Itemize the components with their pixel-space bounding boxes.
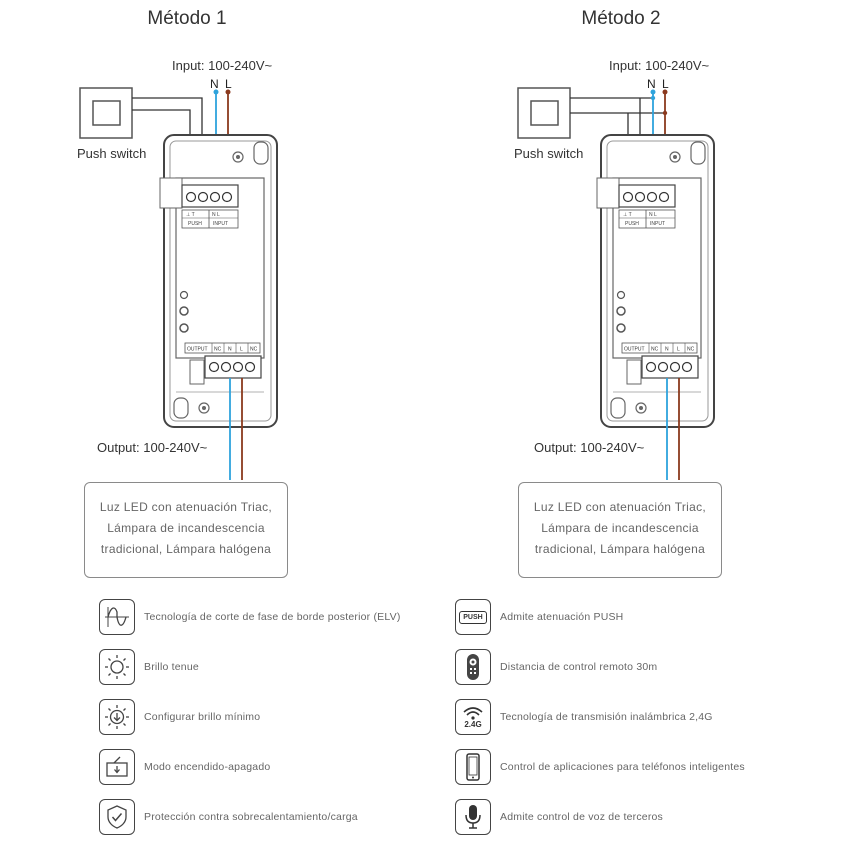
push-switch-button (92, 100, 121, 126)
method2-wiring-diagram: ⊥ T N L PUSH INPUT OUTPUT NC N L NC (517, 87, 715, 480)
svg-text:PUSH: PUSH (188, 221, 202, 227)
push-switch-button (530, 100, 559, 126)
svg-text:NC: NC (687, 347, 695, 353)
method2-input-label: Input: 100-240V~ (609, 58, 710, 73)
method2-n-label: N (647, 77, 656, 91)
svg-text:N L: N L (212, 212, 220, 218)
svg-text:⊥ T: ⊥ T (623, 212, 632, 218)
sun-dim-icon (99, 649, 135, 685)
feature-item: Brillo tenue (99, 648, 199, 686)
svg-text:OUTPUT: OUTPUT (187, 347, 208, 353)
wifi-24g-icon: 2.4G (455, 699, 491, 735)
feature-text: Brillo tenue (144, 661, 199, 673)
method2-title: Método 2 (581, 8, 661, 29)
feature-item: Tecnología de corte de fase de borde pos… (99, 598, 401, 636)
method1-output-label: Output: 100-240V~ (97, 440, 208, 455)
svg-text:L: L (240, 347, 243, 353)
svg-text:NC: NC (250, 347, 258, 353)
feature-text: Distancia de control remoto 30m (500, 661, 658, 673)
svg-text:N L: N L (649, 212, 657, 218)
feature-item: Admite control de voz de terceros (455, 798, 663, 836)
dimmer-module (175, 177, 265, 359)
method1-n-label: N (210, 77, 219, 91)
feature-text: Protección contra sobrecalentamiento/car… (144, 811, 358, 823)
feature-item: PUSH Admite atenuación PUSH (455, 598, 623, 636)
feature-text: Tecnología de corte de fase de borde pos… (144, 611, 401, 623)
feature-text: Modo encendido-apagado (144, 761, 271, 773)
method2-output-label: Output: 100-240V~ (534, 440, 645, 455)
feature-text: Tecnología de transmisión inalámbrica 2,… (500, 711, 713, 723)
feature-item: Configurar brillo mínimo (99, 698, 260, 736)
on-off-icon (99, 749, 135, 785)
method1-load-box: Luz LED con atenuación Triac, Lámpara de… (84, 482, 288, 578)
phase-cut-wave-icon (99, 599, 135, 635)
svg-text:N: N (228, 347, 232, 353)
method1-input-label: Input: 100-240V~ (172, 58, 273, 73)
remote-control-icon (455, 649, 491, 685)
min-brightness-icon (99, 699, 135, 735)
method1-title: Método 1 (147, 8, 227, 29)
feature-item: Control de aplicaciones para teléfonos i… (455, 748, 745, 786)
svg-text:NC: NC (651, 347, 659, 353)
feature-text: Admite control de voz de terceros (500, 811, 664, 823)
push-icon: PUSH (455, 599, 491, 635)
feature-item: Modo encendido-apagado (99, 748, 270, 786)
svg-text:L: L (677, 347, 680, 353)
method2-load-box: Luz LED con atenuación Triac, Lámpara de… (518, 482, 722, 578)
svg-text:PUSH: PUSH (625, 221, 639, 227)
feature-item: Protección contra sobrecalentamiento/car… (99, 798, 358, 836)
feature-text: Admite atenuación PUSH (500, 611, 624, 623)
method2-l-label: L (662, 77, 669, 91)
svg-text:INPUT: INPUT (213, 221, 228, 227)
svg-text:OUTPUT: OUTPUT (624, 347, 645, 353)
smartphone-icon (455, 749, 491, 785)
microphone-icon (455, 799, 491, 835)
svg-text:⊥ T: ⊥ T (186, 212, 195, 218)
feature-text: Configurar brillo mínimo (144, 711, 261, 723)
shield-check-icon (99, 799, 135, 835)
method1-l-label: L (225, 77, 232, 91)
svg-text:N: N (665, 347, 669, 353)
svg-text:NC: NC (214, 347, 222, 353)
feature-text: Control de aplicaciones para teléfonos i… (500, 761, 745, 773)
svg-text:INPUT: INPUT (650, 221, 665, 227)
method2-switch-label: Push switch (514, 146, 584, 161)
method1-wiring-diagram: ⊥ T N L PUSH INPUT OUTPUT NC N L NC (79, 87, 278, 480)
dimmer-module (612, 177, 702, 359)
feature-item: 2.4G Tecnología de transmisión inalámbri… (455, 698, 713, 736)
feature-item: Distancia de control remoto 30m (455, 648, 657, 686)
method1-switch-label: Push switch (77, 146, 147, 161)
